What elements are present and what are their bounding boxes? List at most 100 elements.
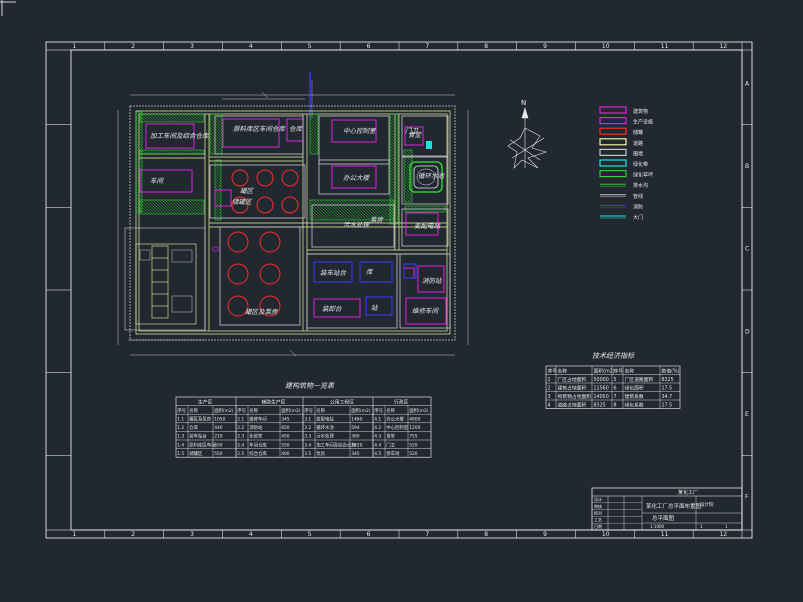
ruler-col-label: 5 xyxy=(308,531,312,538)
buildings-table-cell: 面积(m2) xyxy=(281,407,301,414)
loading-block-1 xyxy=(313,261,353,283)
title-company: 设计院 xyxy=(700,501,714,508)
canteen-block xyxy=(404,126,424,146)
title-total: 1 xyxy=(725,524,728,529)
workshop-block xyxy=(139,169,193,193)
legend-item: 排水沟 xyxy=(600,182,648,189)
buildings-table-cell: 面积(m2) xyxy=(351,407,371,414)
tank-circle xyxy=(231,169,249,187)
tech-table-cell: 序号 xyxy=(548,368,558,375)
label-tank-farm-b: 罐区及泵房 xyxy=(245,308,278,316)
tech-table-cell: 名称 xyxy=(558,368,568,375)
buildings-table-cell: 440 xyxy=(214,425,223,431)
legend-label: 管线 xyxy=(633,193,643,200)
buildings-table-cell: 食堂 xyxy=(386,433,395,440)
legend-item: 管线 xyxy=(600,193,643,200)
legend-label: 储罐 xyxy=(633,129,643,136)
maintenance-block xyxy=(405,297,447,325)
ruler-col-label: 3 xyxy=(190,43,194,50)
label-small-b: 站 xyxy=(371,304,379,312)
buildings-table-cell: 装车站台 xyxy=(189,433,207,440)
legend-label: 建筑物 xyxy=(633,108,648,115)
title-block-label: 设计 xyxy=(594,496,602,502)
buildings-table-cell: 594 xyxy=(351,425,360,431)
buildings-table-cell: 550 xyxy=(281,442,290,448)
buildings-table-cell: 车间仓库 xyxy=(249,441,267,448)
tank-farm-a-sub xyxy=(214,189,232,207)
label-loading-1: 装车站台 xyxy=(320,269,347,277)
buildings-table-cell: 序号 xyxy=(237,407,246,414)
title-drawing: 某化工厂总平面布置图 xyxy=(646,502,702,510)
ruler-row-label: B xyxy=(745,163,749,170)
ruler-col-label: 8 xyxy=(484,43,488,50)
tank-circle xyxy=(281,169,299,187)
label-central-control: 中心控制室 xyxy=(343,127,377,135)
buildings-table-cell: 4.5 xyxy=(374,451,381,457)
buildings-table-cell: 520 xyxy=(409,451,418,457)
buildings-table-cell: 2.4 xyxy=(237,442,244,448)
legend-label: 生产设施 xyxy=(633,119,653,126)
buildings-table-cell: 4.1 xyxy=(374,417,381,423)
compass-rose-icon: N xyxy=(507,99,548,169)
buildings-table-cell: 2.3 xyxy=(237,434,244,440)
tech-table-cell: 厂区占地面积 xyxy=(558,376,587,383)
label-pump-room: 泵房 xyxy=(370,216,384,224)
tank-circle xyxy=(259,263,281,285)
buildings-table-cell: 1.3 xyxy=(177,434,184,440)
legend-item: 绿化带 xyxy=(599,159,648,168)
processing-workshop-block xyxy=(222,118,280,148)
site-plan: 加工车间及综合仓库 原料库区车间仓库 仓库 中心控制室 办公大楼 食堂 罐区 储… xyxy=(117,72,469,357)
tank-circle xyxy=(227,295,249,317)
buildings-group-header: 公用工程区 xyxy=(330,398,354,405)
substation-block xyxy=(405,212,439,236)
buildings-table-cell: 4.3 xyxy=(374,434,381,440)
label-processing-workshop: 原料库区车间仓库 xyxy=(233,125,287,133)
tech-table-cell: 数值(%) xyxy=(662,368,680,375)
legend-item: 储罐 xyxy=(599,127,643,136)
ruler-col-label: 9 xyxy=(543,531,547,538)
ruler-col-label: 2 xyxy=(131,531,135,538)
label-tank-farm-a-sub: 储罐区 xyxy=(232,198,253,206)
tank-circle xyxy=(259,231,281,253)
buildings-table-title: 建构筑物一览表 xyxy=(285,382,335,390)
label-cooling-tower: 循环水池 xyxy=(418,172,446,180)
legend-item: 生产设施 xyxy=(599,116,653,126)
legend-label: 大门 xyxy=(633,214,643,221)
buildings-table-cell: 门卫 xyxy=(386,441,395,448)
green-hatch xyxy=(309,199,395,221)
label-guard: 门卫 xyxy=(405,127,419,135)
ruler-row-label: A xyxy=(745,80,750,87)
buildings-table-cell: 3.1 xyxy=(304,417,311,423)
tank-circle xyxy=(281,196,299,214)
pump-room-block xyxy=(417,265,445,293)
ruler-col-label: 11 xyxy=(661,43,669,50)
title-scale: 1:1000 xyxy=(650,524,665,529)
buildings-table-cell: 1420 xyxy=(351,442,362,448)
buildings-table-cell: 650 xyxy=(214,442,223,448)
label-small-a: 库 xyxy=(366,268,374,276)
label-small-room: 仓库 xyxy=(289,125,304,133)
tech-table-cell: 8325 xyxy=(594,403,606,409)
label-maintenance: 维修车间 xyxy=(412,307,440,315)
fire-station-block xyxy=(403,263,417,279)
buildings-table-cell: 变配电站 xyxy=(316,416,334,423)
buildings-table-cell: 循环水池 xyxy=(316,424,334,431)
buildings-table-cell: 4.2 xyxy=(374,425,381,431)
legend-label: 绿化草坪 xyxy=(633,172,653,179)
buildings-table-cell: 泵房 xyxy=(316,450,325,457)
buildings-table-cell: 400 xyxy=(281,451,290,457)
buildings-table-cell: 550 xyxy=(214,451,223,457)
buildings-table-cell: 3.5 xyxy=(304,451,311,457)
label-vehicle-storage: 加工车间及综合仓库 xyxy=(150,132,210,140)
tech-table-cell: 17.5 xyxy=(662,386,673,392)
label-loading-2: 装卸台 xyxy=(322,305,342,313)
tech-table-cell: 34.7 xyxy=(662,394,673,400)
buildings-table-cell: 1050 xyxy=(214,417,225,423)
buildings-table-cell: 储罐区 xyxy=(189,450,203,457)
title-project: 某化工厂 xyxy=(678,489,698,496)
buildings-table-cell: 1460 xyxy=(351,417,362,423)
tech-table-cell: 7 xyxy=(614,394,617,400)
buildings-table-cell: 加工车间及综合仓库 xyxy=(316,441,356,448)
tech-table-cell: 道路占地面积 xyxy=(558,402,587,409)
